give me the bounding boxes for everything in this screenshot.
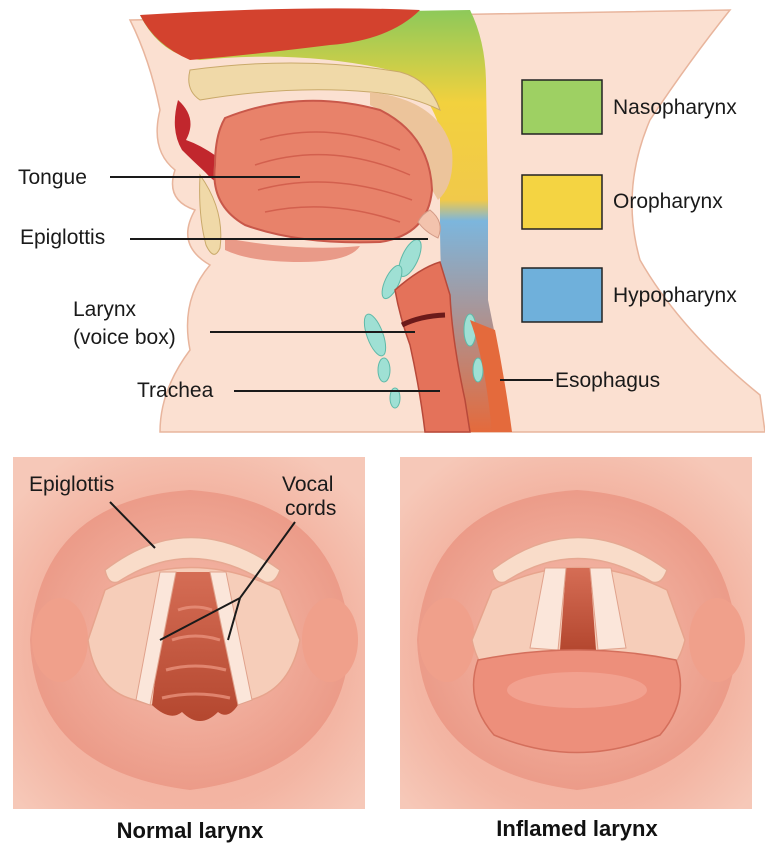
label-larynx: Larynx — [73, 298, 137, 321]
inflamed-larynx-panel — [400, 457, 752, 809]
sagittal-section — [130, 8, 765, 432]
normal-larynx-panel: Epiglottis Vocal cords — [13, 457, 365, 809]
inflamed-swelling-highlight — [507, 672, 647, 708]
inflamed-glottis-opening — [560, 568, 596, 650]
label-esophagus: Esophagus — [555, 369, 660, 392]
region-legend: Nasopharynx Oropharynx Hypopharynx — [522, 80, 737, 322]
caption-inflamed-larynx: Inflamed larynx — [496, 816, 658, 841]
caption-normal-larynx: Normal larynx — [117, 818, 264, 843]
legend-label-nasopharynx: Nasopharynx — [613, 96, 737, 119]
label-vocal: Vocal — [282, 473, 333, 496]
label-cords: cords — [285, 497, 336, 520]
legend-label-oropharynx: Oropharynx — [613, 190, 723, 213]
label-tongue: Tongue — [18, 166, 87, 189]
label-epiglottis: Epiglottis — [20, 226, 105, 249]
legend-swatch-nasopharynx — [522, 80, 602, 134]
legend-label-hypopharynx: Hypopharynx — [613, 284, 737, 307]
legend-swatch-hypopharynx — [522, 268, 602, 322]
label-normal-epiglottis: Epiglottis — [29, 473, 114, 496]
inflamed-right-fold — [689, 598, 745, 682]
normal-left-fold — [32, 598, 88, 682]
legend-swatch-oropharynx — [522, 175, 602, 229]
label-trachea: Trachea — [137, 379, 214, 402]
label-voice-box: (voice box) — [73, 326, 176, 349]
normal-right-fold — [302, 598, 358, 682]
inflamed-left-fold — [419, 598, 475, 682]
